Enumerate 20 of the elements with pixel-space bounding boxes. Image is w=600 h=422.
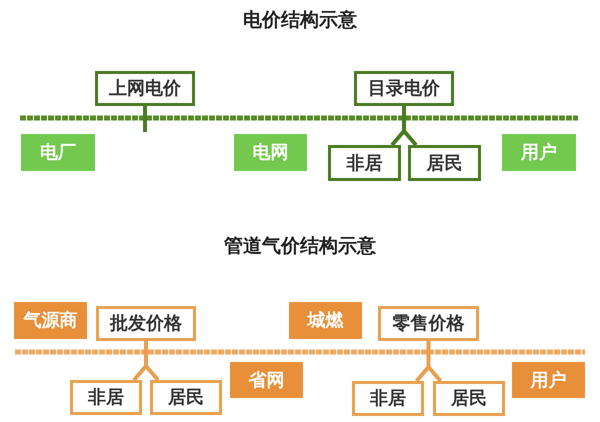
price-box: 目录电价 [354, 71, 454, 106]
entity-box: 电厂 [21, 134, 95, 171]
entity-box: 气源商 [14, 302, 87, 339]
connector-line [143, 106, 147, 132]
price-box: 非居 [70, 380, 142, 415]
entity-box: 省网 [230, 362, 303, 398]
price-box: 非居 [328, 145, 401, 181]
price-box: 批发价格 [96, 306, 196, 341]
entity-box: 城燃 [289, 302, 362, 339]
price-box: 居民 [150, 380, 222, 415]
price-box: 零售价格 [378, 306, 479, 341]
entity-box: 用户 [502, 134, 576, 171]
section-heading: 管道气价结构示意 [223, 234, 377, 259]
entity-box: 用户 [512, 362, 585, 398]
price-box: 非居 [352, 381, 424, 416]
price-box: 居民 [433, 381, 505, 416]
price-box: 居民 [408, 145, 481, 181]
entity-box: 电网 [234, 134, 307, 171]
diagram-title: 电价结构示意 [242, 8, 358, 33]
price-box: 上网电价 [95, 71, 195, 106]
